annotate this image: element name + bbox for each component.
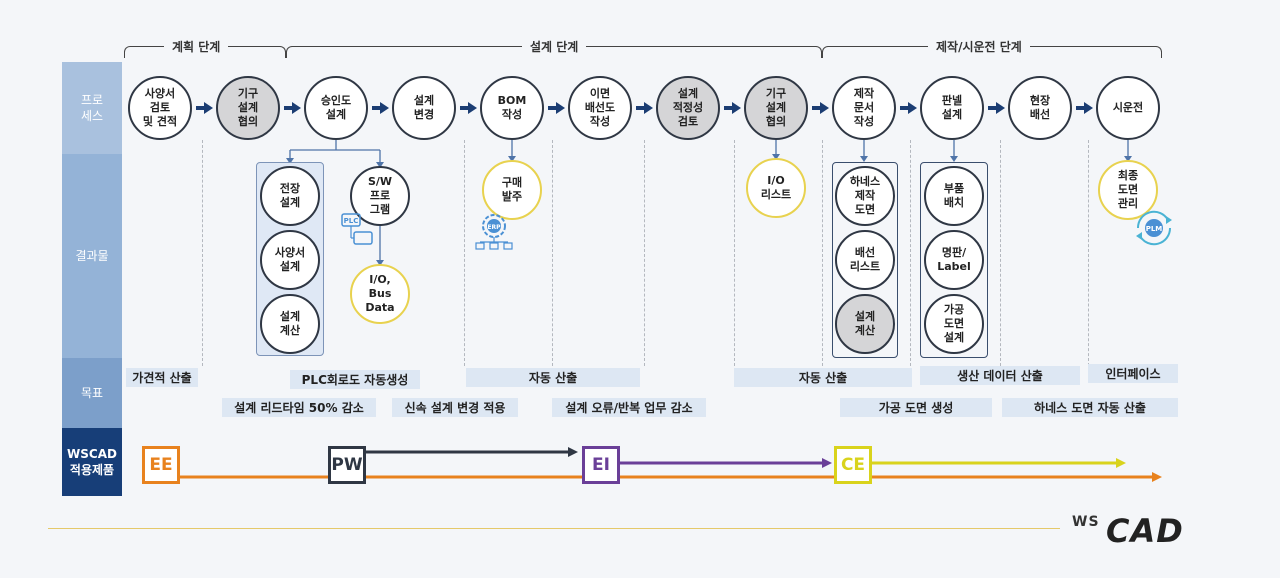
product-ce-badge: CE [834,446,872,484]
process-bom: BOM 작성 [480,76,544,140]
divider [1000,140,1001,366]
process-spec-review: 사양서 검토 및 견적 [128,76,192,140]
goal-harness-auto: 하네스 도면 자동 산출 [1002,398,1178,417]
row-label-goal: 목표 [62,358,122,428]
plc-icon-label: PLC [344,217,359,225]
output-design-calc-2: 설계 계산 [835,294,895,354]
plm-icon-label: PLM [1146,225,1163,233]
wscad-logo-small: WS [1072,514,1100,530]
goal-quick-change: 신속 설계 변경 적용 [392,398,518,417]
plc-icon: PLC [340,212,378,248]
phase-design-title: 설계 단계 [522,38,587,55]
output-nameplate-label: 명판/ Label [924,230,984,290]
output-spec-design: 사양서 설계 [260,230,320,290]
process-mechanical-consult-2: 기구 설계 협의 [744,76,808,140]
goal-auto-calc-bom: 자동 산출 [466,368,640,387]
footer-divider [48,528,1060,529]
output-io-list: I/O 리스트 [746,158,806,218]
flow-arrow [988,102,1005,114]
output-wiring-list: 배선 리스트 [835,230,895,290]
divider [734,140,735,366]
product-ei-badge: EI [582,446,620,484]
goal-plc-auto: PLC회로도 자동생성 [290,370,420,389]
product-ee-badge: EE [142,446,180,484]
output-harness-drawing: 하네스 제작 도면 [835,166,895,226]
output-final-drawing: 최종 도면 관리 [1098,160,1158,220]
goal-error-reduction: 설계 오류/반복 업무 감소 [552,398,706,417]
flow-arrow [812,102,829,114]
divider [552,140,553,366]
phase-plan-title: 계획 단계 [164,38,229,55]
flow-arrow [460,102,477,114]
plm-icon: PLM [1132,208,1176,248]
erp-icon-label: ERP [487,224,501,231]
output-purchase-order: 구매 발주 [482,160,542,220]
process-commissioning: 시운전 [1096,76,1160,140]
flow-arrow [724,102,741,114]
divider [822,140,823,366]
wscad-logo-large: CAD [1106,512,1184,550]
goal-auto-calc-io: 자동 산출 [734,368,912,387]
goal-interface: 인터페이스 [1088,364,1178,383]
row-label-output: 결과물 [62,154,122,358]
flow-arrow [548,102,565,114]
divider [644,140,645,366]
output-machining-drawing: 가공 도면 설계 [924,294,984,354]
divider [464,140,465,366]
flow-arrow [1076,102,1093,114]
process-wiring-diagram: 이면 배선도 작성 [568,76,632,140]
output-io-bus-data: I/O, Bus Data [350,264,410,324]
output-electrical-design: 전장 설계 [260,166,320,226]
process-design-validation: 설계 적정성 검토 [656,76,720,140]
process-panel-design: 판넬 설계 [920,76,984,140]
goal-rough-estimate: 가견적 산출 [126,368,198,387]
erp-icon: ERP [474,210,518,252]
flow-arrow [196,102,213,114]
flow-arrow [284,102,301,114]
process-approval-design: 승인도 설계 [304,76,368,140]
row-label-process: 프로 세스 [62,62,122,154]
divider [910,140,911,366]
output-design-calc: 설계 계산 [260,294,320,354]
goal-lead-time: 설계 리드타임 50% 감소 [222,398,376,417]
goal-production-data: 생산 데이터 산출 [920,366,1080,385]
process-field-wiring: 현장 배선 [1008,76,1072,140]
goal-machining-drawing: 가공 도면 생성 [840,398,992,417]
phase-manufacture-title: 제작/시운전 단계 [928,38,1030,55]
process-manufacture-docs: 제작 문서 작성 [832,76,896,140]
flow-arrow [636,102,653,114]
divider [1088,140,1089,366]
divider [202,140,203,366]
process-mechanical-consult: 기구 설계 협의 [216,76,280,140]
process-design-change: 설계 변경 [392,76,456,140]
flow-arrow [372,102,389,114]
row-label-wscad: WSCAD 적용제품 [62,428,122,496]
flow-arrow [900,102,917,114]
output-component-layout: 부품 배치 [924,166,984,226]
product-pw-badge: PW [328,446,366,484]
